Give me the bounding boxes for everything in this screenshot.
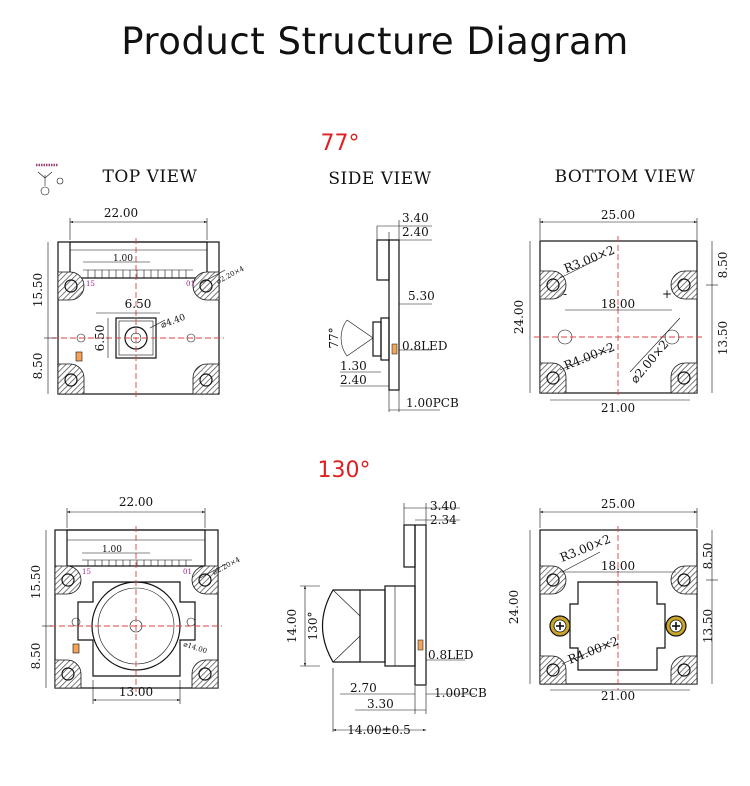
top77-lens-d: ⌀4.40 xyxy=(160,313,188,331)
side77-d2: 2.40 xyxy=(402,225,429,239)
screw-terminal-right-icon xyxy=(665,615,687,637)
side130-led: 0.8LED xyxy=(428,648,473,662)
top77-h-upper: 15.50 xyxy=(31,273,45,307)
side77-d1: 3.40 xyxy=(402,211,429,225)
bot130-base: 21.00 xyxy=(601,689,635,703)
top77-h-lower: 8.50 xyxy=(31,353,45,380)
side77-d4: 1.30 xyxy=(340,359,367,373)
top130-pin-right: 01 xyxy=(183,568,192,576)
side130-pcb: 1.00PCB xyxy=(434,686,487,700)
top130-h-lower: 8.50 xyxy=(29,643,43,670)
section-label-77: 77° xyxy=(320,131,360,156)
top130-h-upper: 15.50 xyxy=(29,565,43,599)
bot77-radius-top: R3.00×2 xyxy=(562,243,617,276)
top77-pin-left: 15 xyxy=(86,280,95,288)
side130-d4: 3.30 xyxy=(367,697,394,711)
side-view-77 xyxy=(340,220,440,412)
bottom-view-title: BOTTOM VIEW xyxy=(554,167,696,187)
bot77-minus: - xyxy=(563,287,567,301)
connector-pins-130 xyxy=(87,560,187,566)
side130-d2: 2.34 xyxy=(430,513,457,527)
top77-width: 22.00 xyxy=(104,206,138,220)
bot77-height: 24.00 xyxy=(512,300,526,334)
tripod-logo-icon xyxy=(36,163,64,196)
bot77-plus: + xyxy=(662,287,672,301)
side130-height: 14.00 xyxy=(285,609,299,643)
top77-pin-right: 01 xyxy=(186,280,195,288)
side130-total: 14.00±0.5 xyxy=(347,723,411,737)
bot130-spacing: 18.00 xyxy=(601,559,635,573)
bot77-r-lower: 13.50 xyxy=(716,321,730,355)
top130-pitch: 1.00 xyxy=(102,545,122,555)
top130-base: 13.00 xyxy=(119,685,153,699)
top-view-77 xyxy=(44,218,226,398)
top77-hole: ⌀2.20×4 xyxy=(215,264,246,285)
page-title: Product Structure Diagram xyxy=(121,20,629,63)
bot130-width: 25.00 xyxy=(601,497,635,511)
top130-lens-d: ⌀14.00 xyxy=(182,640,208,655)
bot77-width: 25.00 xyxy=(601,208,635,222)
top77-lens-w: 6.50 xyxy=(125,297,152,311)
bot130-radius-bot: R4.00×2 xyxy=(566,634,621,667)
top-view-title: TOP VIEW xyxy=(102,167,198,187)
top77-pitch: 1.00 xyxy=(113,254,133,264)
side130-d3: 2.70 xyxy=(350,681,377,695)
bottom-view-130 xyxy=(529,508,718,691)
bot77-base: 21.00 xyxy=(601,401,635,415)
bottom-view-77 xyxy=(529,218,718,401)
bot130-height: 24.00 xyxy=(507,590,521,624)
bot77-r-upper: 8.50 xyxy=(716,252,730,279)
side77-pcb: 1.00PCB xyxy=(406,396,459,410)
connector-pins-77 xyxy=(87,270,187,278)
side77-angle: 77° xyxy=(327,327,341,348)
screw-terminal-left-icon xyxy=(549,615,571,637)
top-view-130 xyxy=(42,508,227,704)
top130-pin-left: 15 xyxy=(82,568,91,576)
top77-lens-h: 6.50 xyxy=(93,325,107,352)
side77-led: 0.8LED xyxy=(402,339,447,353)
side77-d5: 2.40 xyxy=(340,373,367,387)
section-label-130: 130° xyxy=(317,458,371,483)
side-view-130 xyxy=(300,503,475,732)
bot130-r-lower: 13.50 xyxy=(701,609,715,643)
top130-width: 22.00 xyxy=(119,495,153,509)
bot130-r-upper: 8.50 xyxy=(701,543,715,570)
bot77-spacing: 18.00 xyxy=(601,297,635,311)
bot77-radius-bot: R4.00×2 xyxy=(562,340,617,373)
side-view-title: SIDE VIEW xyxy=(328,169,432,189)
side130-d1: 3.40 xyxy=(430,499,457,513)
bot77-diam: ⌀2.00×2 xyxy=(628,337,672,386)
side130-angle: 130° xyxy=(306,612,320,641)
side77-d3: 5.30 xyxy=(408,289,435,303)
